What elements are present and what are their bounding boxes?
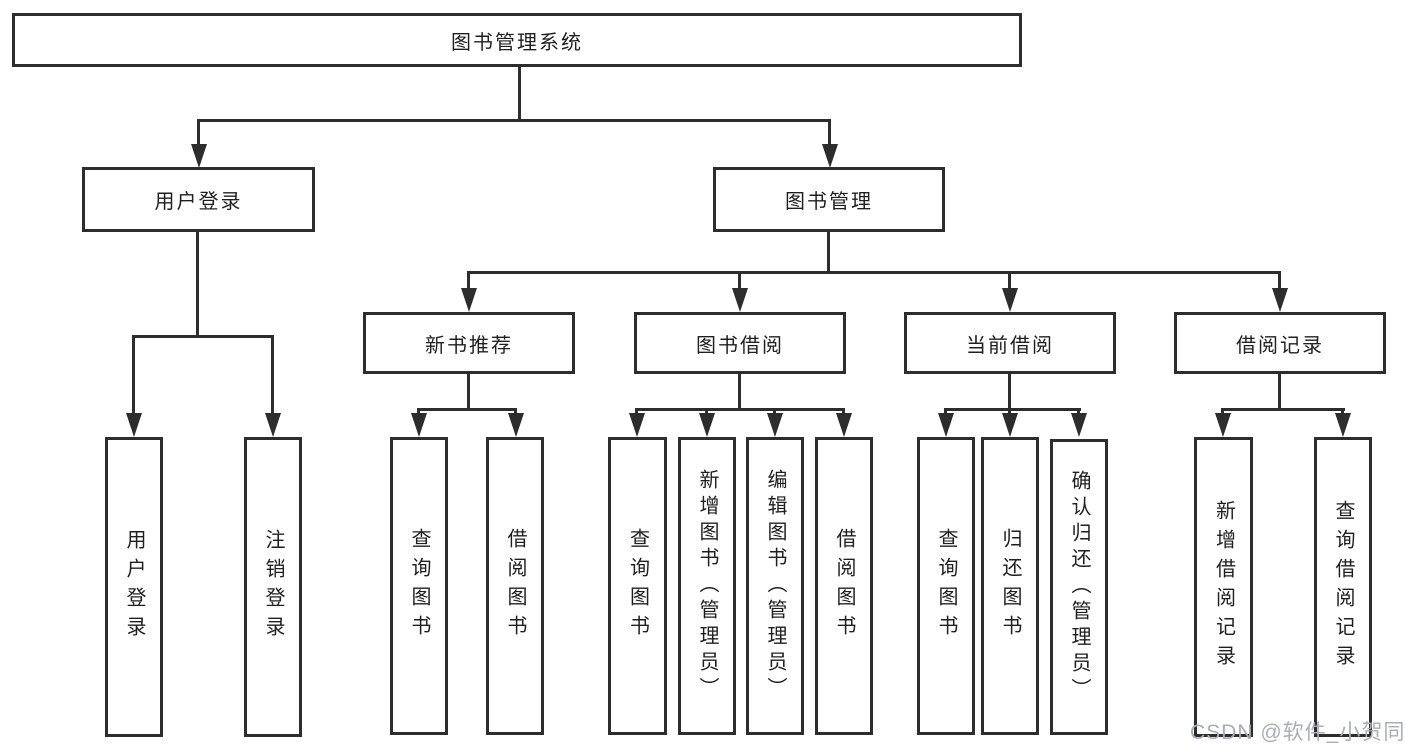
- connector-root-drop-right: [828, 119, 831, 147]
- arrow-to-book-mgmt: [822, 144, 838, 168]
- connector-userlogin-drop-1: [132, 335, 135, 419]
- node-borrow-record: 借阅记录: [1174, 312, 1386, 374]
- watermark: CSDN @软件_小贺同学: [1190, 721, 1405, 744]
- leaf-current-return: 归还图书: [981, 437, 1039, 735]
- connector-userlogin-rail: [132, 335, 274, 338]
- connector-l3-drop-2: [738, 271, 741, 292]
- node-book-mgmt: 图书管理: [713, 167, 945, 232]
- connector-currentborrow-stub: [1008, 374, 1011, 411]
- connector-userlogin-stub: [196, 232, 199, 338]
- connector-root-rail: [197, 119, 831, 122]
- connector-bookborrow-rail: [635, 408, 845, 411]
- connector-root-drop-left: [197, 119, 200, 147]
- arrow-bookborrow-leaf-1: [629, 413, 645, 437]
- leaf-current-return-label: 归还图书: [999, 528, 1021, 644]
- node-borrow-record-label: 借阅记录: [1236, 334, 1324, 357]
- connector-l3-drop-4: [1278, 271, 1281, 292]
- connector-borrowrecord-stub: [1278, 374, 1281, 411]
- connector-bookborrow-stub: [738, 374, 741, 411]
- connector-userlogin-drop-2: [271, 335, 274, 419]
- arrow-to-logout-leaf: [265, 413, 281, 437]
- leaf-record-add: 新增借阅记录: [1194, 437, 1253, 737]
- arrow-newbook-leaf-1: [411, 413, 427, 437]
- connector-l3-drop-1: [467, 271, 470, 292]
- leaf-newbook-borrow-label: 借阅图书: [504, 528, 526, 644]
- arrow-to-login-leaf: [126, 413, 142, 437]
- node-book-borrow: 图书借阅: [634, 312, 846, 374]
- arrow-borrowrecord-leaf-2: [1335, 413, 1351, 437]
- node-new-book: 新书推荐: [363, 312, 575, 374]
- leaf-borrow-book-label: 借阅图书: [833, 528, 855, 644]
- connector-root-stub: [518, 67, 521, 122]
- connector-bookmgmt-stub: [827, 232, 830, 274]
- arrow-to-borrow-record: [1272, 288, 1288, 312]
- node-new-book-label: 新书推荐: [425, 334, 513, 357]
- leaf-record-query-label: 查询借阅记录: [1332, 500, 1354, 674]
- connector-currentborrow-rail: [944, 408, 1081, 411]
- leaf-logout: 注销登录: [244, 437, 302, 737]
- arrow-to-user-login: [191, 144, 207, 168]
- arrow-bookborrow-leaf-3: [767, 413, 783, 437]
- leaf-logout-label: 注销登录: [262, 529, 284, 645]
- leaf-borrow-query: 查询图书: [608, 437, 667, 735]
- node-library-system: 图书管理系统: [12, 13, 1022, 67]
- node-library-system-label: 图书管理系统: [451, 31, 583, 54]
- leaf-borrow-query-label: 查询图书: [626, 528, 649, 644]
- node-user-login: 用户登录: [82, 167, 315, 232]
- leaf-borrow-add-admin-label: 新增图书（管理员）: [696, 469, 718, 703]
- arrow-bookborrow-leaf-2: [699, 413, 715, 437]
- connector-newbook-rail: [417, 408, 517, 411]
- arrow-currentborrow-leaf-2: [1002, 413, 1018, 437]
- leaf-newbook-query-label: 查询图书: [408, 528, 430, 644]
- connector-borrowrecord-rail: [1221, 408, 1345, 411]
- leaf-user-login-label: 用户登录: [123, 529, 145, 645]
- node-current-borrow-label: 当前借阅: [966, 334, 1054, 357]
- node-book-mgmt-label: 图书管理: [785, 191, 873, 213]
- leaf-user-login: 用户登录: [105, 437, 163, 737]
- arrow-newbook-leaf-2: [508, 413, 524, 437]
- leaf-current-confirm-admin-label: 确认归还（管理员）: [1068, 470, 1090, 704]
- leaf-newbook-borrow: 借阅图书: [486, 437, 544, 735]
- arrow-bookborrow-leaf-4: [836, 413, 852, 437]
- leaf-borrow-edit-admin: 编辑图书（管理员）: [746, 437, 804, 735]
- leaf-current-query-label: 查询图书: [935, 528, 957, 644]
- arrow-to-new-book: [461, 288, 477, 312]
- connector-bookmgmt-rail: [468, 271, 1281, 274]
- leaf-current-query: 查询图书: [917, 437, 975, 735]
- leaf-borrow-edit-admin-label: 编辑图书（管理员）: [764, 469, 786, 703]
- connector-newbook-stub: [467, 374, 470, 411]
- leaf-current-confirm-admin: 确认归还（管理员）: [1050, 439, 1108, 735]
- leaf-borrow-book: 借阅图书: [815, 437, 873, 735]
- node-book-borrow-label: 图书借阅: [696, 334, 784, 357]
- leaf-borrow-add-admin: 新增图书（管理员）: [678, 437, 736, 735]
- arrow-currentborrow-leaf-3: [1071, 413, 1087, 437]
- connector-l3-drop-3: [1008, 271, 1011, 292]
- leaf-newbook-query: 查询图书: [390, 437, 448, 735]
- node-user-login-label: 用户登录: [154, 191, 243, 213]
- leaf-record-query: 查询借阅记录: [1314, 437, 1372, 737]
- arrow-currentborrow-leaf-1: [938, 413, 954, 437]
- arrow-to-current-borrow: [1002, 288, 1018, 312]
- arrow-to-book-borrow: [732, 288, 748, 312]
- node-current-borrow: 当前借阅: [904, 312, 1116, 374]
- arrow-borrowrecord-leaf-1: [1215, 413, 1231, 437]
- leaf-record-add-label: 新增借阅记录: [1212, 500, 1235, 674]
